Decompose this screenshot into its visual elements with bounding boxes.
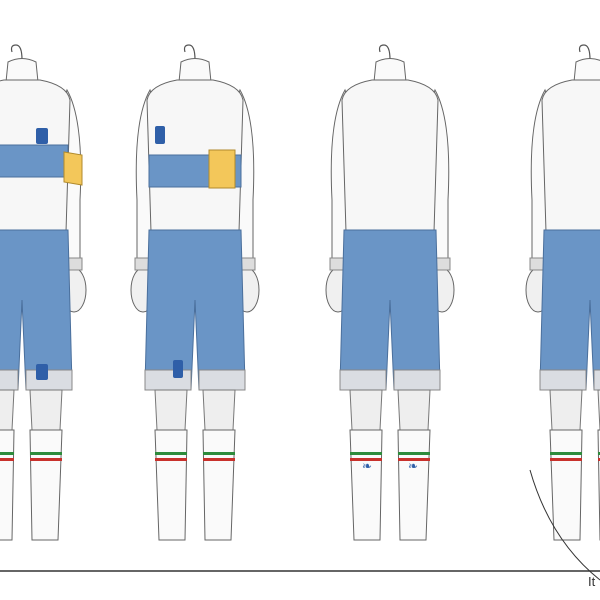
caption-text: It [588, 574, 596, 589]
crest-icon [36, 364, 48, 380]
crest-icon [173, 360, 183, 378]
puma-logo-icon: ❧ [362, 459, 372, 473]
mannequin-side [130, 44, 260, 541]
mannequin-rear-three-quarter [525, 44, 600, 581]
crest-icon [155, 126, 165, 144]
armband [63, 151, 83, 186]
armband [208, 149, 236, 189]
crest-icon [36, 128, 48, 144]
chest-band [0, 144, 69, 178]
mannequin-front [0, 44, 87, 541]
puma-logo-icon: ❧ [408, 459, 418, 473]
mannequin-back: ❧ ❧ [325, 44, 455, 541]
